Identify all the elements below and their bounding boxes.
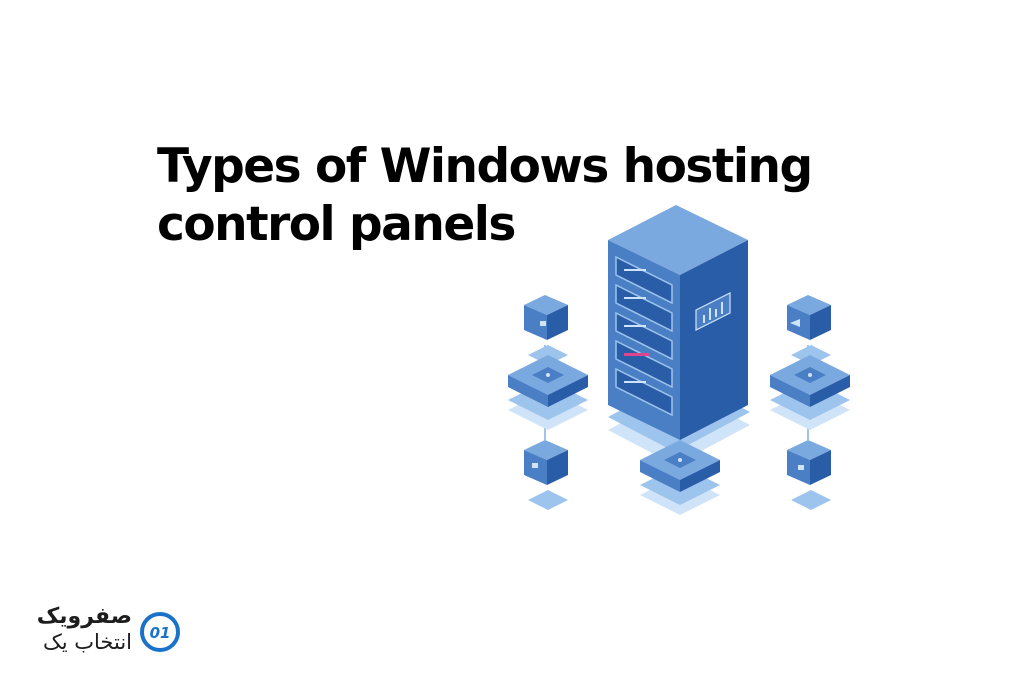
title-line-1: Types of Windows hosting	[157, 139, 813, 194]
server-network-icon	[508, 205, 850, 515]
title-line-2: control panels	[157, 197, 516, 252]
brand-logo[interactable]: صفرویک انتخاب یک 01	[24, 600, 194, 660]
server-tower	[608, 205, 748, 440]
device-right	[770, 355, 850, 430]
brand-name-line-2: انتخاب یک	[42, 630, 132, 654]
cube-right-top	[787, 295, 831, 365]
device-left	[508, 355, 588, 430]
cube-right-bottom	[787, 440, 831, 510]
device-bottom-center	[640, 440, 720, 515]
brand-name-line-1: صفرویک	[36, 604, 132, 629]
cube-left-top	[524, 295, 568, 365]
cube-left-bottom	[524, 440, 568, 510]
brand-mark-icon: 01	[140, 612, 180, 652]
brand-mark-text: 01	[150, 624, 171, 642]
brand-name: صفرویک انتخاب یک	[24, 604, 132, 655]
page-title: Types of Windows hosting control panels	[157, 138, 877, 254]
server-network-illustration	[490, 195, 870, 535]
